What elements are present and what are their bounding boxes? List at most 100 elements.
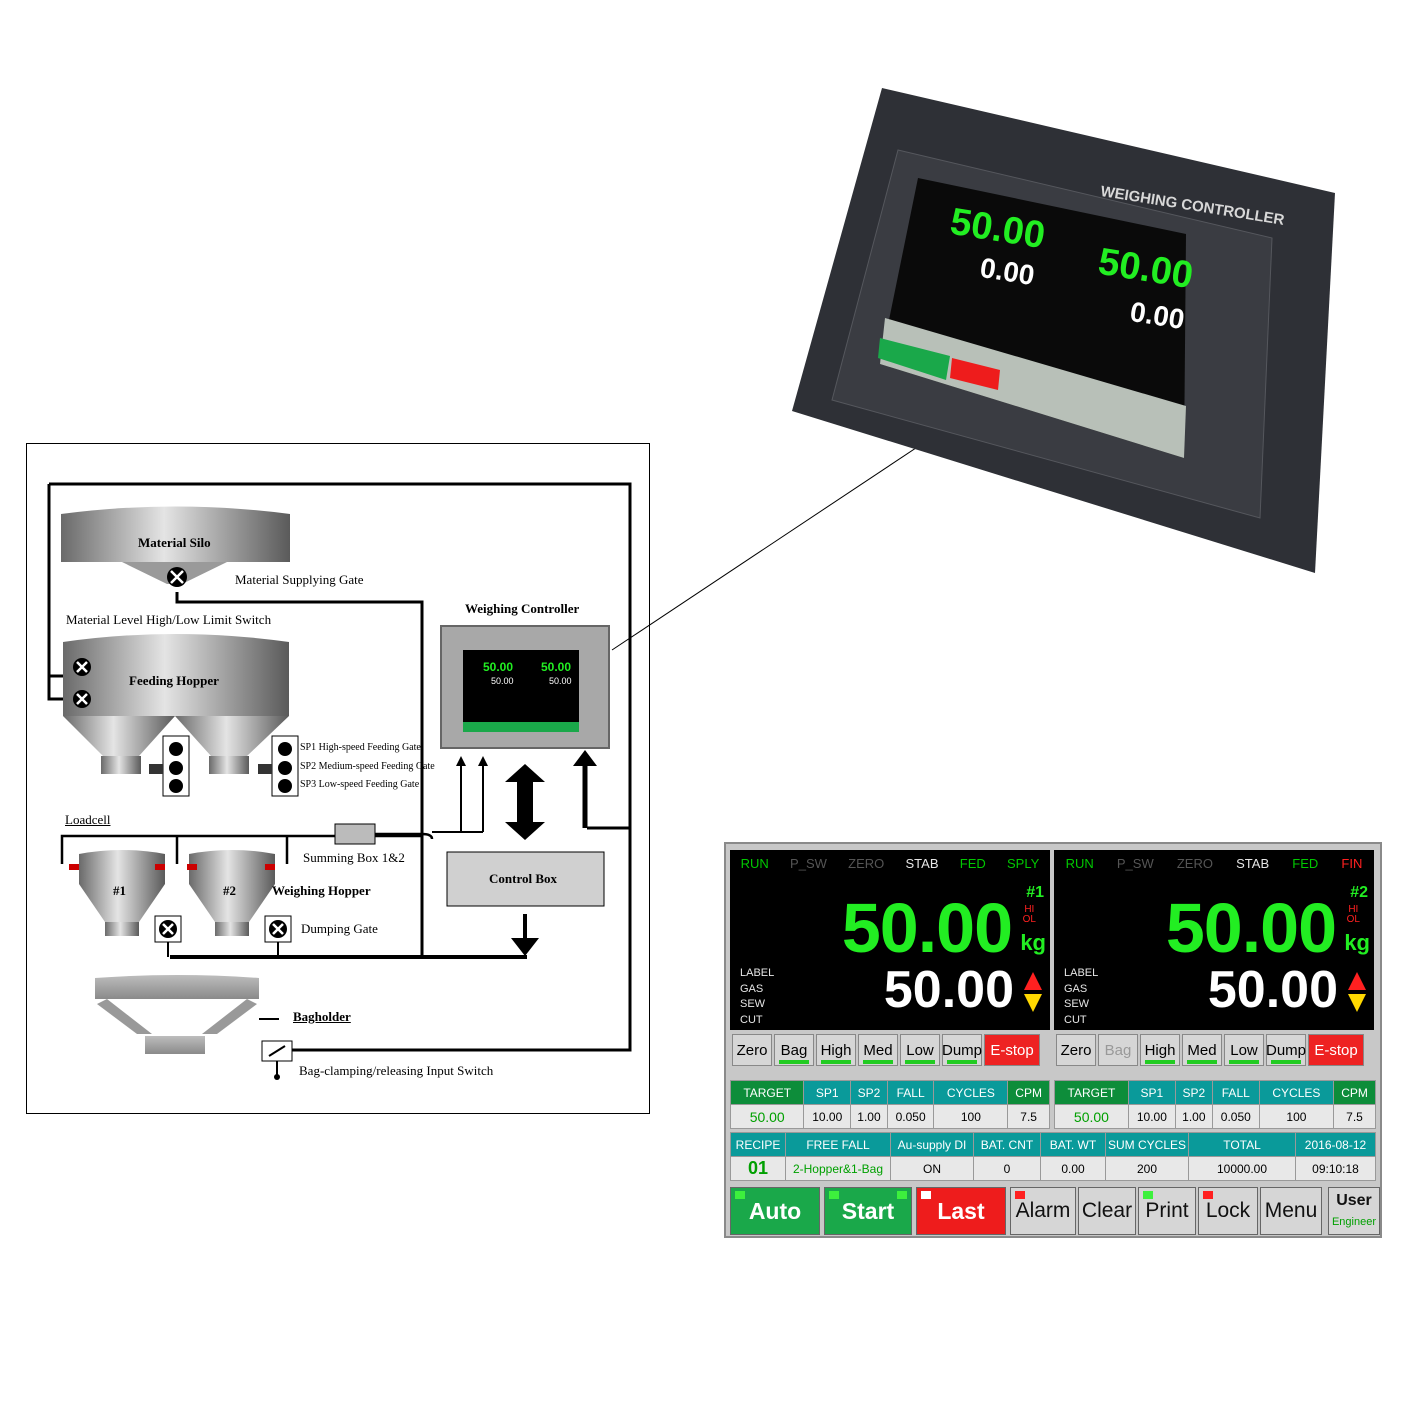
label-material-silo: Material Silo	[138, 535, 211, 550]
status-sply: SPLY	[1007, 856, 1040, 871]
status-fed: FED	[959, 856, 986, 871]
dump-button[interactable]: Dump	[1266, 1034, 1306, 1066]
sum-cycles-value: 200	[1105, 1156, 1189, 1181]
left-param-table: TARGET SP1 SP2 FALL CYCLES CPM 50.00 10.…	[729, 1080, 1050, 1129]
channel-label: #2	[1350, 884, 1368, 901]
label-bag-switch: Bag-clamping/releasing Input Switch	[299, 1063, 494, 1078]
status-zero: ZERO	[848, 856, 885, 871]
down-arrow-icon	[1348, 994, 1366, 1012]
status-run: RUN	[1065, 856, 1094, 871]
zero-button[interactable]: Zero	[1056, 1034, 1096, 1066]
mini-right-sub: 50.00	[549, 676, 572, 686]
fall-value[interactable]: 0.050	[886, 1104, 935, 1129]
dump-button[interactable]: Dump	[942, 1034, 982, 1066]
target-display: 50.00	[1207, 961, 1338, 1019]
left-button-row: Zero Bag High Med Low Dump E-stop	[732, 1034, 1040, 1068]
user-role: Engineer	[1331, 1216, 1377, 1228]
bag-button[interactable]: Bag	[774, 1034, 814, 1066]
right-param-table: TARGET SP1 SP2 FALL CYCLES CPM 50.00 10.…	[1054, 1080, 1376, 1129]
label-dumping-gate: Dumping Gate	[301, 921, 378, 936]
info-table: RECIPE FREE FALL Au-supply DI BAT. CNT B…	[730, 1132, 1376, 1181]
auto-button[interactable]: Auto	[730, 1187, 820, 1235]
au-supply-value: ON	[890, 1156, 974, 1181]
label-hopper-2: #2	[223, 883, 236, 898]
right-button-row: Zero Bag High Med Low Dump E-stop	[1056, 1034, 1364, 1068]
recipe-value[interactable]: 01	[730, 1156, 786, 1181]
start-button[interactable]: Start	[824, 1187, 912, 1235]
bag-button[interactable]: Bag	[1098, 1034, 1138, 1066]
total-value: 10000.00	[1188, 1156, 1296, 1181]
time-display: 09:10:18	[1295, 1156, 1376, 1181]
cycles-value[interactable]: 100	[933, 1104, 1009, 1129]
label-weighing-controller: Weighing Controller	[465, 601, 580, 616]
date-display: 2016-08-12	[1295, 1132, 1376, 1157]
status-stab: STAB	[1236, 856, 1270, 871]
mini-left-sub: 50.00	[491, 676, 514, 686]
med-button[interactable]: Med	[858, 1034, 898, 1066]
last-button[interactable]: Last	[916, 1187, 1006, 1235]
cpm-value: 7.5	[1007, 1104, 1050, 1129]
diagram-drawing	[47, 482, 632, 1080]
sp1-value[interactable]: 10.00	[1127, 1104, 1176, 1129]
lock-button[interactable]: Lock	[1198, 1187, 1258, 1235]
cpm-value: 7.5	[1333, 1104, 1376, 1129]
up-arrow-icon	[1024, 972, 1042, 990]
fall-value[interactable]: 0.050	[1211, 1104, 1260, 1129]
alarm-button[interactable]: Alarm	[1010, 1187, 1076, 1235]
left-status-row: RUN P_SW ZERO STAB FED SPLY	[730, 856, 1050, 871]
estop-button[interactable]: E-stop	[1308, 1034, 1364, 1066]
med-button[interactable]: Med	[1182, 1034, 1222, 1066]
low-button[interactable]: Low	[900, 1034, 940, 1066]
target-value[interactable]: 50.00	[729, 1104, 805, 1129]
user-button[interactable]: User Engineer	[1328, 1187, 1380, 1235]
unit-label: kg	[1344, 930, 1370, 955]
status-psw: P_SW	[790, 856, 827, 871]
label-control-box: Control Box	[489, 871, 558, 886]
sp2-value[interactable]: 1.00	[1174, 1104, 1213, 1129]
bat-wt-value: 0.00	[1040, 1156, 1106, 1181]
label-supply-gate: Material Supplying Gate	[235, 572, 364, 587]
device-photo: WEIGHING CONTROLLER 50.00 0.00 50.00 0.0…	[790, 88, 1335, 573]
unit-label: kg	[1020, 930, 1046, 955]
process-diagram: Material Silo Material Supplying Gate Ma…	[26, 443, 650, 1114]
user-label: User	[1336, 1192, 1372, 1209]
bat-cnt-value: 0	[973, 1156, 1041, 1181]
sp1-value[interactable]: 10.00	[803, 1104, 852, 1129]
sp2-value[interactable]: 1.00	[850, 1104, 888, 1129]
zero-button[interactable]: Zero	[732, 1034, 772, 1066]
channel-label: #1	[1026, 884, 1044, 901]
label-sp3: SP3 Low-speed Feeding Gate	[300, 779, 420, 790]
low-button[interactable]: Low	[1224, 1034, 1264, 1066]
free-fall-value: 2-Hopper&1-Bag	[785, 1156, 891, 1181]
status-psw: P_SW	[1116, 856, 1154, 871]
estop-button[interactable]: E-stop	[984, 1034, 1040, 1066]
status-zero: ZERO	[1176, 856, 1213, 871]
mini-right-value: 50.00	[541, 660, 572, 674]
target-value[interactable]: 50.00	[1054, 1104, 1129, 1129]
right-status-row: RUN P_SW ZERO STAB FED FIN	[1054, 856, 1374, 871]
device-body	[792, 88, 1335, 573]
cycles-value[interactable]: 100	[1258, 1104, 1335, 1129]
print-button[interactable]: Print	[1138, 1187, 1196, 1235]
label-sp2: SP2 Medium-speed Feeding Gate	[300, 761, 435, 772]
high-button[interactable]: High	[816, 1034, 856, 1066]
clear-button[interactable]: Clear	[1078, 1187, 1136, 1235]
weight-display: 50.00	[841, 889, 1013, 967]
mini-left-value: 50.00	[483, 660, 514, 674]
target-display: 50.00	[883, 961, 1014, 1019]
menu-button[interactable]: Menu	[1260, 1187, 1322, 1235]
status-stab: STAB	[905, 856, 939, 871]
weight-display: 50.00	[1165, 889, 1337, 967]
high-button[interactable]: High	[1140, 1034, 1180, 1066]
label-weighing-hopper: Weighing Hopper	[272, 883, 371, 898]
label-sp1: SP1 High-speed Feeding Gate	[300, 742, 421, 753]
down-arrow-icon	[1024, 994, 1042, 1012]
up-arrow-icon	[1348, 972, 1366, 990]
